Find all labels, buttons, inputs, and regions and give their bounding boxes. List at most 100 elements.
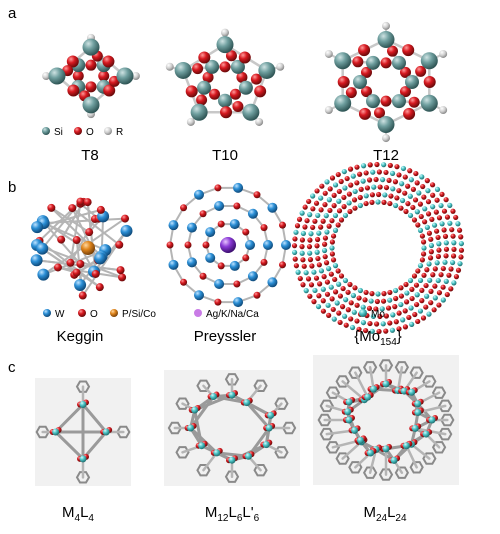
oxygen-atom: [436, 302, 442, 308]
oxygen-atom: [373, 306, 379, 312]
molybdenum-atom: [299, 250, 305, 256]
m12l6-cage-model: [164, 370, 300, 486]
oxygen-atom: [347, 166, 354, 172]
molybdenum-atom: [360, 178, 366, 184]
legend-psico-marker: [110, 309, 118, 317]
ligand-ring: [378, 359, 394, 372]
oxygen-atom: [323, 260, 330, 266]
oxygen-atom: [406, 314, 412, 321]
m24l24-label: M24L24: [363, 504, 407, 524]
oxygen-atom: [436, 247, 442, 253]
oxygen-atom: [329, 175, 336, 181]
oxygen-atom: [433, 209, 439, 215]
metal-atom: [414, 400, 422, 408]
oxygen-atom: [402, 174, 408, 180]
molybdenum-atom: [399, 197, 406, 204]
oxygen-atom: [306, 244, 313, 250]
oxygen-atom: [66, 55, 79, 68]
oxygen-atom: [410, 204, 416, 211]
silicon-atom: [218, 93, 232, 108]
oxygen-atom: [400, 86, 411, 98]
oxygen-atom: [398, 205, 404, 211]
molybdenum-atom: [417, 227, 424, 233]
oxygen-atom: [292, 236, 298, 242]
tungsten-atom: [186, 222, 197, 233]
oxygen-atom: [413, 170, 419, 177]
oxygen-atom: [356, 326, 362, 332]
metal-atom: [187, 424, 195, 432]
molybdenum-atom: [393, 287, 399, 294]
r-group-atom: [324, 49, 333, 58]
oxygen-atom: [242, 228, 250, 236]
molybdenum-atom: [303, 288, 309, 294]
metal-atom: [344, 408, 352, 416]
ligand-ring: [196, 379, 211, 393]
preyssler-legend: Ag/K/Na/Ca: [194, 309, 259, 320]
oxygen-atom: [328, 271, 334, 277]
oxygen-atom: [299, 244, 305, 250]
molybdenum-atom: [421, 245, 427, 251]
molybdenum-atom: [416, 190, 422, 196]
oxygen-atom: [202, 71, 214, 83]
preyssler-label: Preyssler: [194, 328, 257, 345]
oxygen-atom: [316, 262, 322, 268]
molybdenum-atom: [350, 292, 357, 299]
molybdenum-atom: [357, 202, 363, 209]
metal-atom: [382, 380, 390, 388]
molybdenum-atom: [436, 241, 442, 247]
r-group-atom: [131, 72, 140, 80]
oxygen-atom: [329, 218, 335, 224]
molybdenum-atom: [389, 327, 396, 333]
oxygen-atom: [377, 313, 383, 320]
oxygen-atom: [343, 322, 349, 328]
oxygen-atom: [220, 106, 233, 119]
tungsten-atom: [247, 271, 258, 282]
silicon-atom: [238, 80, 253, 95]
legend-si-label: Si: [54, 127, 63, 138]
oxygen-atom: [434, 228, 440, 234]
oxygen-atom: [337, 293, 344, 299]
legend-mo-label: Mo: [371, 309, 385, 320]
bond: [368, 366, 375, 391]
oxygen-atom: [358, 107, 371, 120]
oxygen-atom: [453, 214, 459, 221]
oxygen-atom: [415, 268, 421, 274]
oxygen-atom: [217, 220, 225, 228]
oxygen-atom: [403, 281, 409, 288]
oxygen-atom: [192, 63, 204, 75]
oxygen-atom: [233, 280, 241, 288]
t8-cage-model: [42, 33, 140, 119]
oxygen-atom: [374, 298, 380, 305]
bond: [245, 401, 271, 430]
ligand-ring: [75, 471, 91, 484]
bond: [86, 201, 97, 275]
tungsten-atom: [247, 208, 258, 219]
metal-atom: [102, 428, 110, 436]
molybdenum-atom: [451, 240, 457, 246]
molybdenum-atom: [342, 212, 349, 219]
oxygen-atom: [339, 304, 346, 310]
oxygen-atom: [420, 183, 426, 190]
ligand-ring: [409, 461, 424, 474]
silicon-atom: [82, 38, 100, 56]
molybdenum-atom: [332, 182, 339, 188]
r-group-atom: [324, 106, 333, 115]
oxygen-atom: [427, 255, 434, 261]
oxygen-atom: [451, 246, 457, 252]
oxygen-atom: [85, 81, 97, 93]
oxygen-atom: [116, 266, 125, 275]
oxygen-atom: [336, 208, 343, 214]
oxygen-atom: [418, 213, 424, 220]
molybdenum-atom: [424, 224, 430, 230]
oxygen-atom: [422, 219, 428, 225]
molybdenum-atom: [368, 298, 374, 304]
oxygen-atom: [202, 241, 210, 249]
oxygen-atom: [332, 276, 338, 283]
tungsten-atom: [30, 254, 43, 267]
oxygen-atom: [393, 319, 399, 325]
mo-legend: Mo: [359, 309, 385, 320]
ligand-ring: [274, 446, 289, 459]
oxygen-atom: [367, 162, 373, 168]
tungsten-atom: [205, 252, 216, 263]
oxygen-atom: [254, 85, 267, 98]
